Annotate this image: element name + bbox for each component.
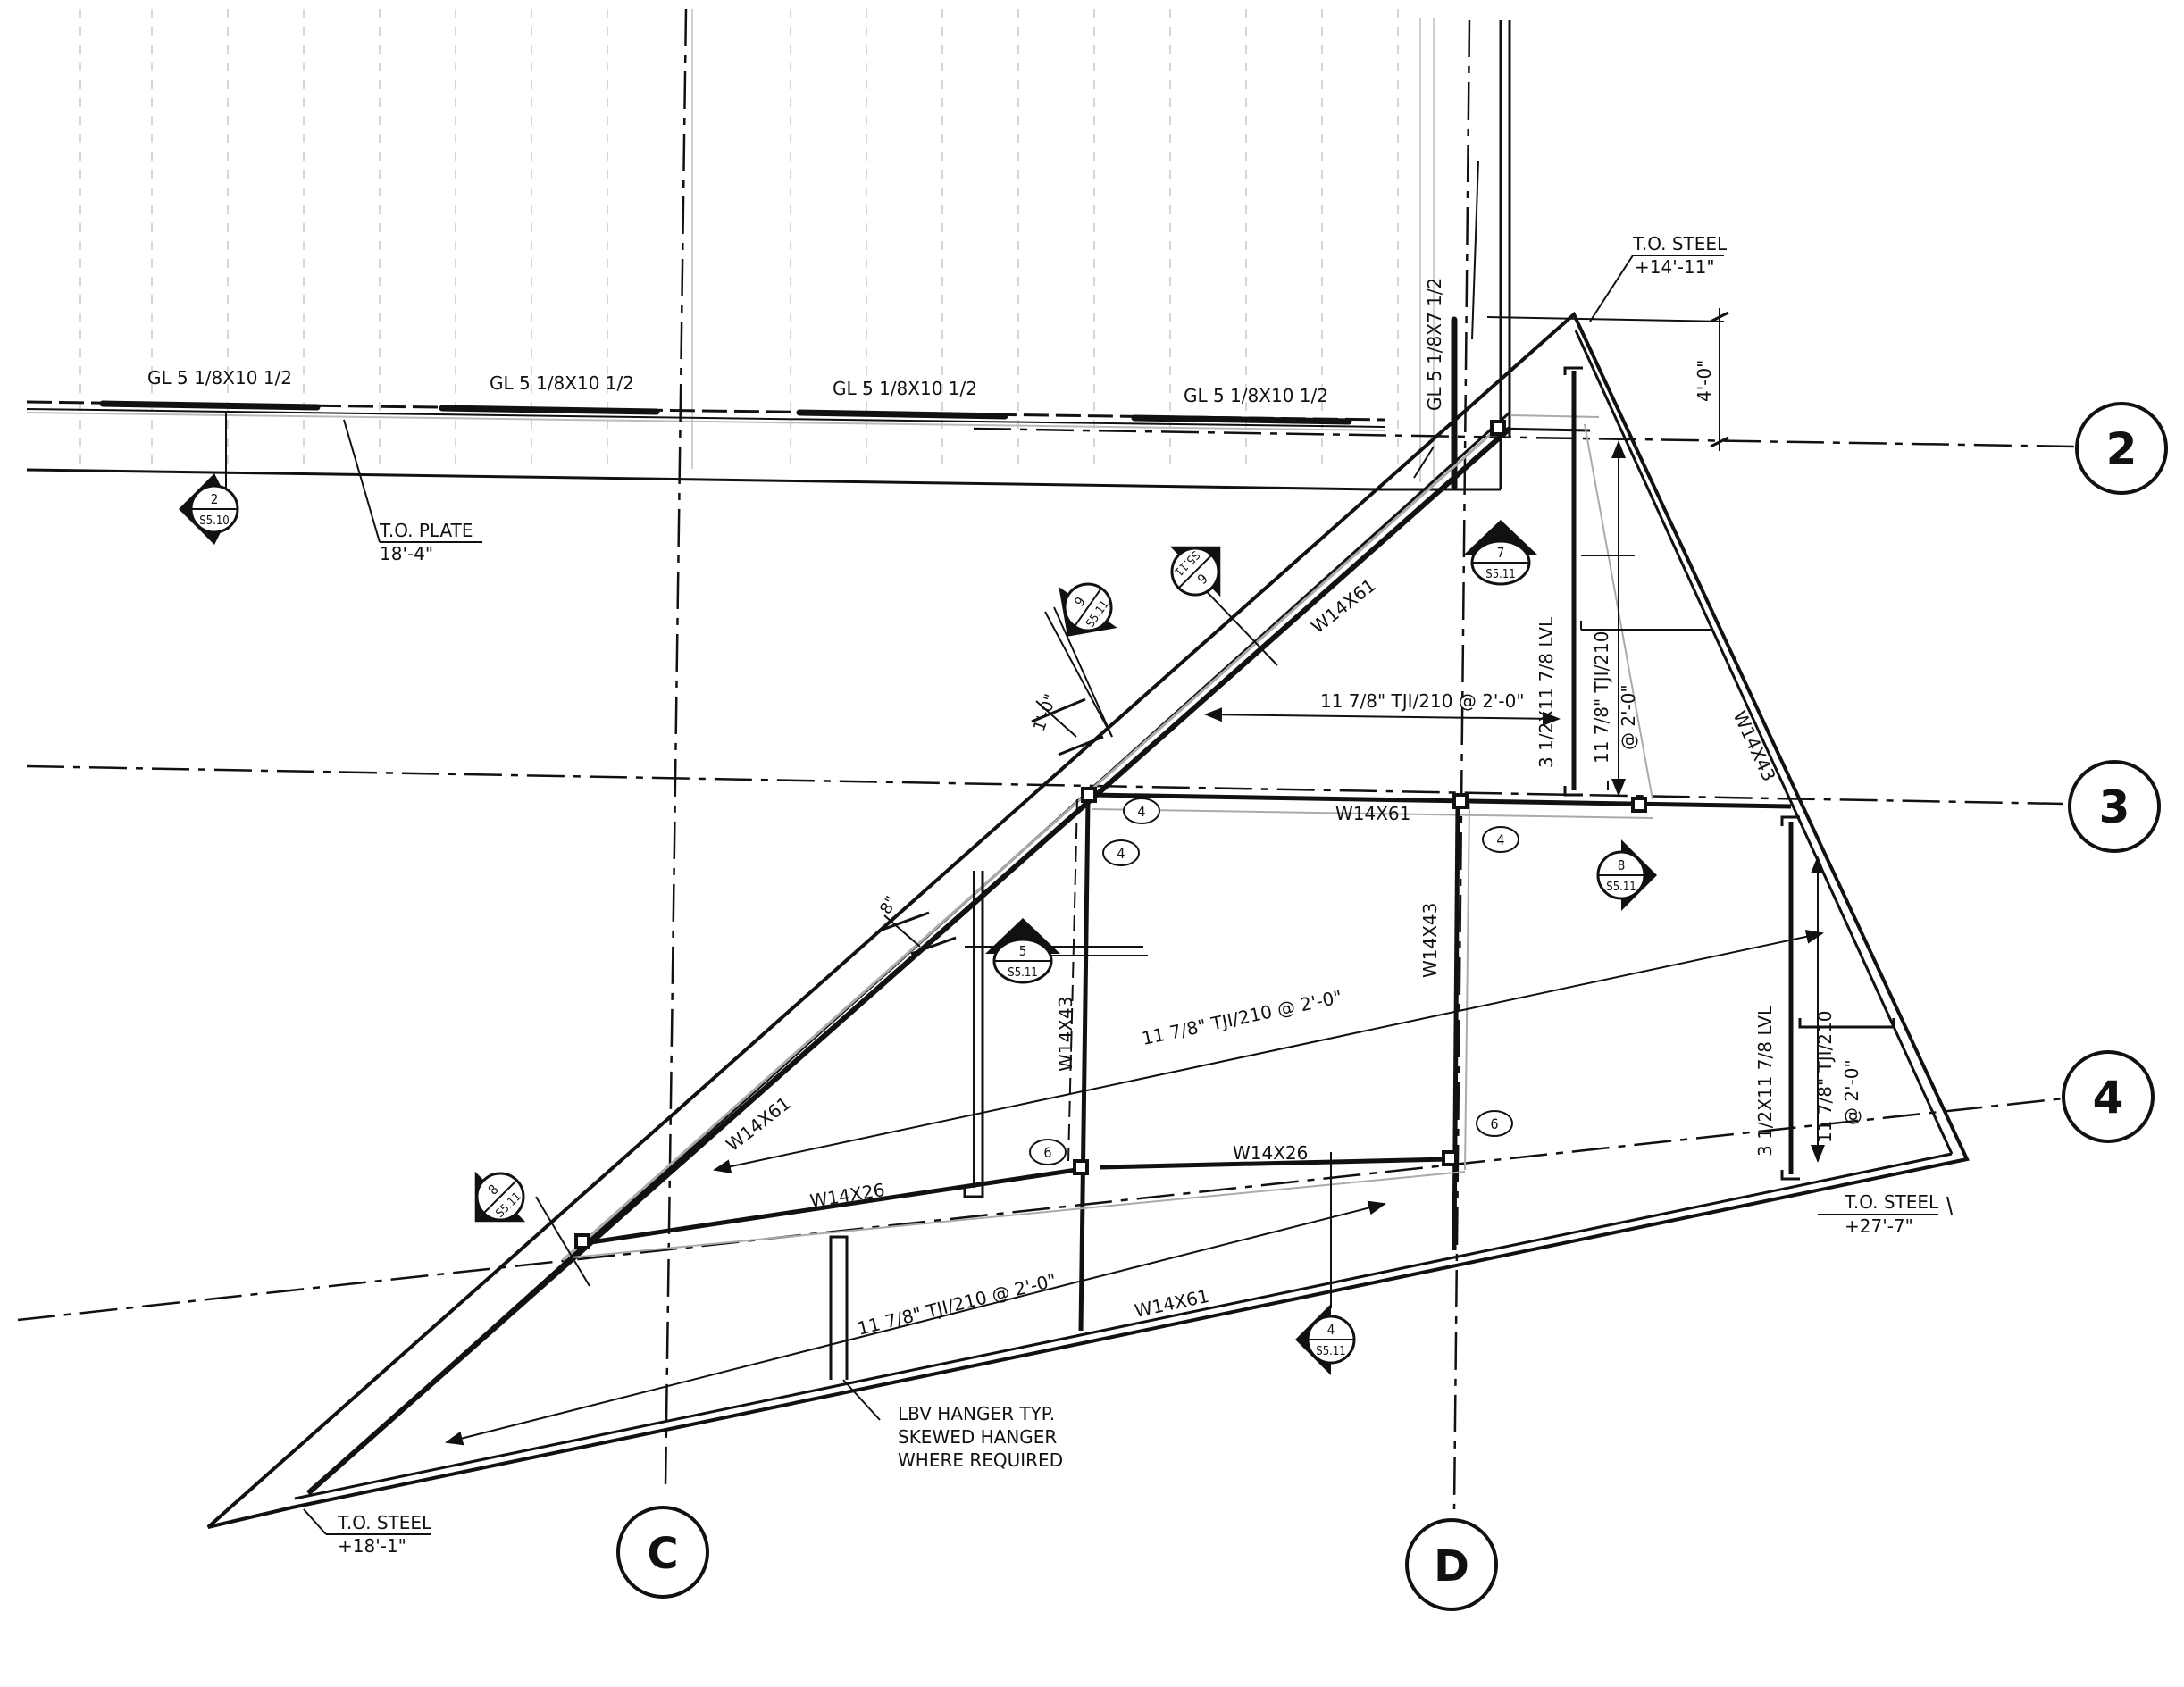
- tji-lower-label: 11 7/8" TJI/210 @ 2'-0": [855, 1269, 1059, 1340]
- svg-text:6: 6: [1043, 1144, 1051, 1161]
- lvl-lower-label: 3 1/2X11 7/8 LVL: [1754, 1005, 1776, 1157]
- to-steel-top-value: +14'-11": [1635, 256, 1715, 278]
- hanger-note-line-2: SKEWED HANGER: [898, 1426, 1057, 1448]
- section-mark-sheet: S5.11: [1008, 966, 1037, 980]
- connection-tag-4a: 4: [1123, 798, 1160, 824]
- grid-label-d: D: [1434, 1541, 1469, 1591]
- grid-label-2: 2: [2106, 423, 2138, 475]
- joist-labels: 11 7/8" TJI/210 @ 2'-0" 11 7/8" TJI/210 …: [855, 631, 1862, 1340]
- tji-lower-right-label-b: @ 2'-0": [1841, 1059, 1862, 1125]
- grid-bubble-3: 3: [2068, 760, 2161, 853]
- gl-beam-label-2: GL 5 1/8X10 1/2: [490, 372, 634, 394]
- gl-vertical-label: GL 5 1/8X7 1/2: [1424, 278, 1445, 411]
- section-mark-6-s511-top: 6 S5.11: [1169, 546, 1221, 597]
- w14x43-right-label: W14X43: [1728, 707, 1779, 785]
- hanger-note-line-3: WHERE REQUIRED: [898, 1449, 1063, 1471]
- member-labels: GL 5 1/8X10 1/2 GL 5 1/8X10 1/2 GL 5 1/8…: [147, 278, 1780, 1322]
- gl-beam-label-1: GL 5 1/8X10 1/2: [147, 367, 292, 388]
- to-steel-right-title: T.O. STEEL: [1844, 1191, 1939, 1213]
- grid-label-4: 4: [2093, 1072, 2124, 1123]
- lvl-beams: [1563, 366, 1895, 1181]
- grid-bubble-2: 2: [2075, 402, 2168, 495]
- glulam-beams: [99, 316, 1458, 490]
- w14x26-right-label: W14X26: [1233, 1142, 1308, 1164]
- to-steel-top-title: T.O. STEEL: [1632, 233, 1728, 255]
- lvl-upper-label: 3 1/2X11 7/8 LVL: [1535, 616, 1557, 768]
- to-steel-right-value: +27'-7": [1845, 1215, 1913, 1237]
- gl-beam-label-3: GL 5 1/8X10 1/2: [833, 378, 977, 399]
- grid-label-3: 3: [2099, 781, 2130, 833]
- w14x61-grid3-label: W14X61: [1335, 803, 1410, 824]
- grid-label-c: C: [647, 1529, 678, 1579]
- grid-bubble-d: D: [1405, 1518, 1498, 1611]
- to-plate-title: T.O. PLATE: [379, 520, 473, 541]
- connection-tag-4c: 4: [1482, 826, 1519, 853]
- w14x26-left-label: W14X26: [808, 1179, 886, 1212]
- joist-span-arrows: [445, 440, 1825, 1446]
- dimension-labels: 4'-0" 1'-0" 8": [876, 360, 1715, 918]
- grid-bubble-4: 4: [2062, 1050, 2155, 1143]
- section-mark-sheet: S5.11: [1606, 881, 1636, 894]
- connection-tag-6b: 6: [1029, 1139, 1067, 1165]
- perimeter-steel-outline: [206, 311, 1970, 1529]
- tji-upper-right-label-a: 11 7/8" TJI/210: [1591, 631, 1612, 764]
- grid-bubble-c: C: [616, 1506, 709, 1599]
- leader-lines: [225, 160, 1953, 1535]
- connection-tag-4b: 4: [1102, 839, 1140, 866]
- section-mark-4-s511: 4 S5.11: [1295, 1304, 1356, 1375]
- svg-text:4: 4: [1496, 831, 1504, 848]
- hanger-note-line-1: LBV HANGER TYP.: [898, 1403, 1055, 1424]
- section-mark-5-s511: 5 S5.11: [985, 918, 1060, 984]
- w14x43-mid-label: W14X43: [1419, 903, 1441, 978]
- existing-joists-solid: [691, 9, 1435, 482]
- tji-upper-right-label-b: @ 2'-0": [1618, 684, 1639, 750]
- svg-text:4: 4: [1117, 845, 1125, 862]
- section-mark-sheet: S5.11: [1316, 1345, 1345, 1358]
- w14x61-diag-lower-label: W14X61: [722, 1092, 794, 1156]
- dim-4ft-label: 4'-0": [1694, 360, 1715, 402]
- section-mark-num: 5: [1019, 943, 1027, 959]
- to-steel-left-title: T.O. STEEL: [337, 1512, 432, 1533]
- connection-tag-6a: 6: [1476, 1110, 1513, 1137]
- existing-joists-background: [79, 9, 1399, 469]
- tji-upper-label: 11 7/8" TJI/210 @ 2'-0": [1320, 690, 1525, 712]
- section-mark-2-s510: 2 S5.10: [179, 473, 239, 545]
- svg-text:6: 6: [1490, 1115, 1498, 1132]
- tji-middle-label: 11 7/8" TJI/210 @ 2'-0": [1140, 986, 1344, 1049]
- section-mark-8-s511-right: 8 S5.11: [1596, 839, 1657, 911]
- dimension-lines: [879, 308, 1729, 956]
- section-mark-num: 7: [1497, 545, 1505, 561]
- perimeter-steel-inner: [294, 330, 1954, 1500]
- svg-text:4: 4: [1137, 803, 1145, 820]
- w14x43-left-label: W14X43: [1055, 997, 1076, 1072]
- elevation-labels: T.O. STEEL +14'-11" T.O. PLATE 18'-4" T.…: [337, 233, 1939, 1557]
- to-plate-value: 18'-4": [380, 543, 433, 564]
- section-mark-sheet: S5.11: [1485, 568, 1515, 581]
- section-mark-9-s511: 9 S5.11: [1059, 582, 1117, 637]
- tji-lower-right-label-a: 11 7/8" TJI/210: [1814, 1011, 1836, 1143]
- section-mark-7-s511: 7 S5.11: [1463, 520, 1538, 586]
- section-mark-num: 8: [1618, 857, 1626, 873]
- section-mark-num: 2: [211, 491, 219, 507]
- to-steel-left-value: +18'-1": [338, 1535, 406, 1557]
- section-mark-num: 4: [1327, 1322, 1335, 1338]
- section-mark-sheet: S5.10: [199, 514, 229, 528]
- gl-beam-label-4: GL 5 1/8X10 1/2: [1184, 385, 1328, 406]
- hanger-note: LBV HANGER TYP. SKEWED HANGER WHERE REQU…: [898, 1403, 1063, 1471]
- section-mark-8-s511-left: 8 S5.11: [474, 1171, 526, 1223]
